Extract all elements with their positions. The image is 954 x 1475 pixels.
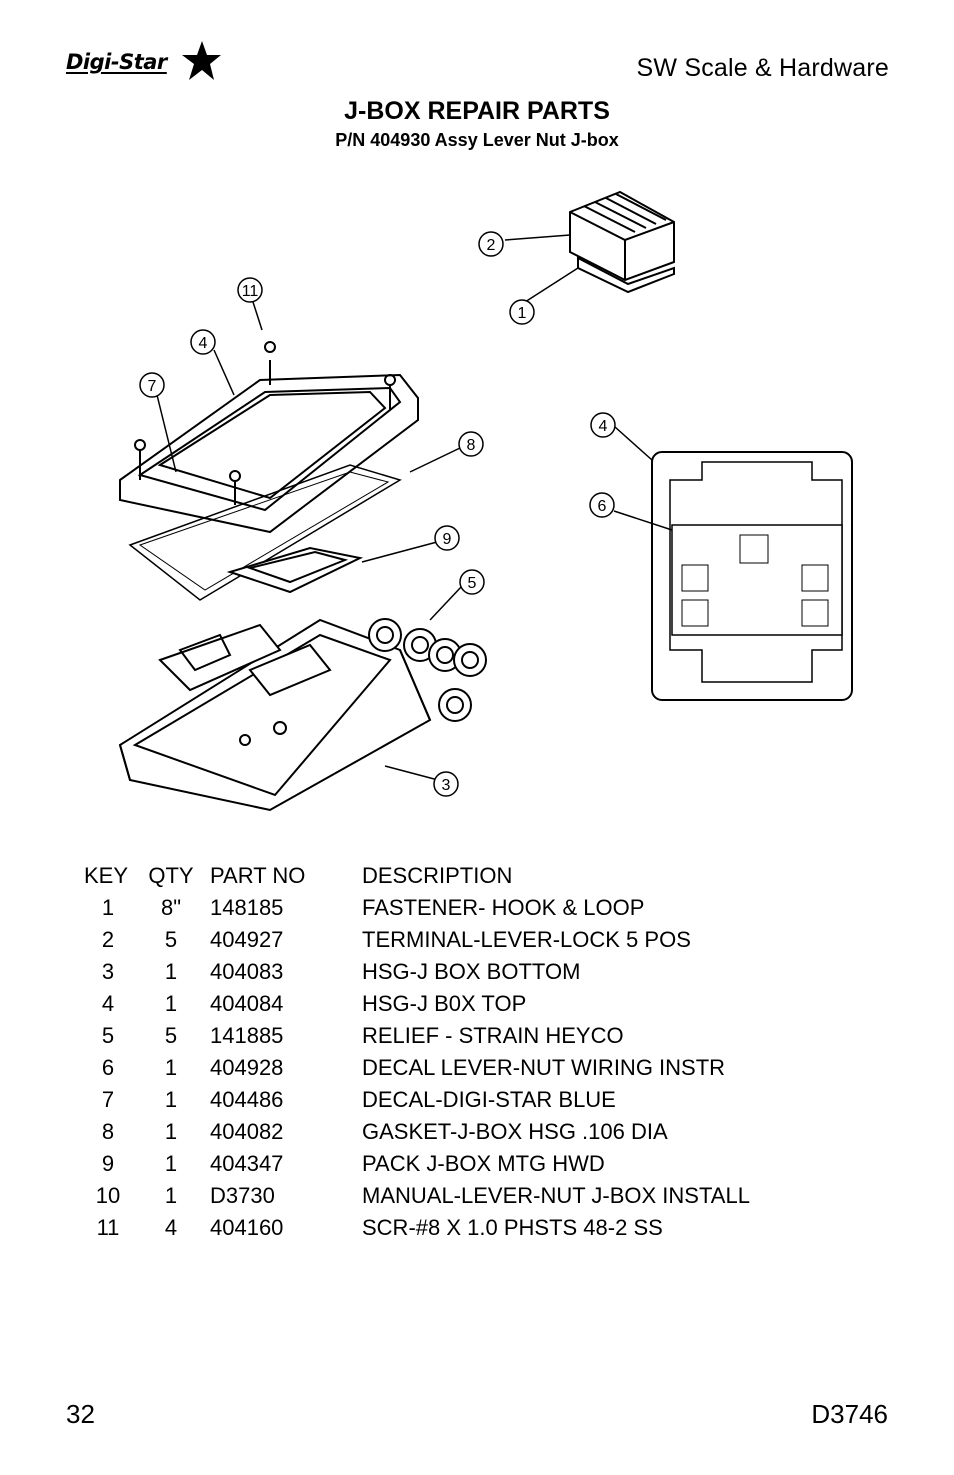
digi-star-logo: Digi-Star xyxy=(66,40,222,82)
cell-description: SCR-#8 X 1.0 PHSTS 48-2 SS xyxy=(362,1215,663,1240)
cell-part-no: 404928 xyxy=(210,1055,284,1080)
star-icon xyxy=(182,41,221,80)
cell-qty: 1 xyxy=(164,1183,178,1208)
col-qty: QTY xyxy=(148,863,194,888)
cell-description: RELIEF - STRAIN HEYCO xyxy=(362,1023,624,1048)
callout-circles xyxy=(139,231,616,797)
cell-key: 11 xyxy=(96,1215,120,1240)
cell-part-no: 404927 xyxy=(210,927,284,952)
cell-part-no: 148185 xyxy=(210,895,284,920)
cell-description: FASTENER- HOOK & LOOP xyxy=(362,895,645,920)
page-subtitle: P/N 404930 Assy Lever Nut J-box xyxy=(335,130,619,150)
cell-part-no: D3730 xyxy=(210,1183,275,1208)
callout-3: 3 xyxy=(442,777,451,794)
cell-qty: 1 xyxy=(164,991,178,1016)
cell-key: 10 xyxy=(95,1183,121,1208)
callout-11: 11 xyxy=(242,283,259,300)
cell-key: 4 xyxy=(101,991,115,1016)
bottom-housing-drawing xyxy=(118,618,432,812)
cell-description: GASKET-J-BOX HSG .106 DIA xyxy=(362,1119,668,1144)
cell-qty: 1 xyxy=(164,1151,178,1176)
cell-qty: 5 xyxy=(164,1023,178,1048)
callout-labels: 2 1 11 4 7 8 9 5 3 4 6 xyxy=(148,237,608,794)
cell-qty: 5 xyxy=(164,927,178,952)
cell-description: DECAL-DIGI-STAR BLUE xyxy=(362,1087,616,1112)
callout-9: 9 xyxy=(443,531,452,548)
page-title: J-BOX REPAIR PARTS xyxy=(344,97,610,125)
callout-1: 1 xyxy=(518,305,527,322)
cell-part-no: 404347 xyxy=(210,1151,284,1176)
section-title: SW Scale & Hardware xyxy=(636,54,889,82)
callout-5: 5 xyxy=(468,575,477,592)
terminal-block-drawing xyxy=(569,190,675,294)
cell-part-no: 404084 xyxy=(210,991,284,1016)
cell-description: DECAL LEVER-NUT WIRING INSTR xyxy=(362,1055,726,1080)
col-description: DESCRIPTION xyxy=(362,863,513,888)
cell-qty: 1 xyxy=(164,959,178,984)
callout-2: 2 xyxy=(487,237,496,254)
exploded-parts-diagram: 2 1 11 4 7 8 9 5 3 4 6 xyxy=(118,190,853,812)
callout-4-right: 4 xyxy=(599,418,608,435)
logo-text: Digi-Star xyxy=(66,50,167,74)
document-number: D3746 xyxy=(811,1399,888,1429)
cell-description: TERMINAL-LEVER-LOCK 5 POS xyxy=(362,927,691,952)
col-part-no: PART NO xyxy=(210,863,306,888)
gasket-drawing xyxy=(128,464,402,601)
mounting-pack-drawing xyxy=(226,546,364,594)
cell-key: 3 xyxy=(101,959,115,984)
cell-part-no: 404486 xyxy=(210,1087,284,1112)
callout-7: 7 xyxy=(148,378,157,395)
top-cover-drawing xyxy=(119,341,419,534)
cell-part-no: 404083 xyxy=(210,959,284,984)
cell-qty: 8" xyxy=(160,895,182,920)
page-number: 32 xyxy=(66,1399,95,1429)
cell-key: 7 xyxy=(101,1087,115,1112)
cell-qty: 1 xyxy=(164,1119,178,1144)
cell-key: 2 xyxy=(101,927,115,952)
col-key: KEY xyxy=(84,863,129,888)
cell-key: 8 xyxy=(101,1119,115,1144)
leader-lines xyxy=(156,234,673,781)
cell-part-no: 404082 xyxy=(210,1119,284,1144)
callout-4: 4 xyxy=(199,335,208,352)
cell-key: 6 xyxy=(101,1055,115,1080)
cell-description: HSG-J B0X TOP xyxy=(362,991,527,1016)
cell-qty: 1 xyxy=(164,1087,178,1112)
callout-6: 6 xyxy=(598,498,607,515)
cell-qty: 1 xyxy=(164,1055,178,1080)
cell-key: 9 xyxy=(101,1151,115,1176)
cell-description: HSG-J BOX BOTTOM xyxy=(362,959,581,984)
cover-inside-drawing xyxy=(651,451,853,701)
cell-part-no: 141885 xyxy=(210,1023,284,1048)
cell-description: PACK J-BOX MTG HWD xyxy=(362,1151,605,1176)
cell-description: MANUAL-LEVER-NUT J-BOX INSTALL xyxy=(362,1183,750,1208)
callout-8: 8 xyxy=(467,437,476,454)
cell-key: 5 xyxy=(101,1023,115,1048)
strain-relief-drawing xyxy=(368,618,487,722)
cell-qty: 4 xyxy=(164,1215,178,1240)
cell-part-no: 404160 xyxy=(210,1215,284,1240)
cell-key: 1 xyxy=(101,895,115,920)
